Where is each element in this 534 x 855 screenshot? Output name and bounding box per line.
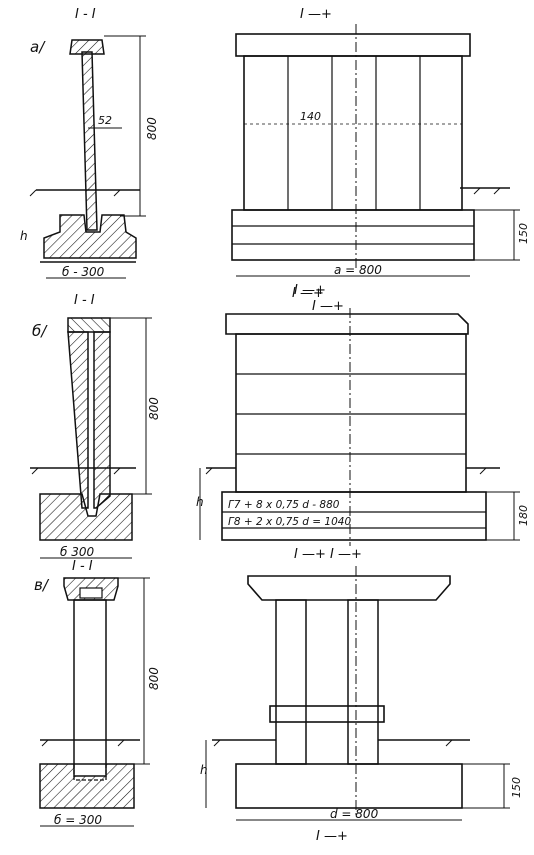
panel-b-elevation-title: I —+ [292,286,324,301]
panel-b-dim-footing-label: 180 [517,505,530,526]
panel-b-dimension-height: 800 [110,317,161,495]
panel-a-dimension-height: 800 [104,35,159,217]
panel-a-elevation [231,24,520,277]
panel-c-dim-footing-label: 150 [510,777,523,798]
panel-b-section-mark-above: I —+ [312,299,344,314]
panel-b-dim-height-label: 800 [147,397,161,420]
panel-a-dim-h-label: h [20,229,28,243]
panel-a: а/ I - I 800 52 h б - 300 I —+ [20,7,530,298]
panel-a-letter: а/ [30,38,46,56]
panel-b-letter: б/ [32,322,48,340]
panel-a-dim-length-label: a = 800 [334,263,382,277]
panel-b-dim-base-label: б 300 [60,545,94,559]
panel-c-dim-base-label: б = 300 [54,813,102,827]
panel-b-section-title: I - I [74,293,95,308]
panel-a-section-mark-below: I —+ [294,283,326,298]
panel-c-dim-h-label: h [200,763,208,777]
panel-b-elevation [199,308,520,546]
panel-a-dim-height-label: 800 [145,117,159,140]
panel-b-section [30,317,136,541]
panel-c-section-title: I - I [72,559,93,574]
panel-c: в/ I - I 800 б = 300 I —+ I —+ [34,547,523,844]
panel-a-dim-footing-label: 150 [517,223,530,244]
panel-b-slab-note-2: Г8 + 2 x 0,75 d = 1040 [228,516,351,528]
panel-c-letter: в/ [34,576,50,594]
panel-a-elevation-title: I —+ [300,7,332,22]
panel-b: б/ I - I 800 б 300 I —+ I —+ [30,286,530,559]
panel-c-section [39,577,140,809]
panel-b-dim-h-label: h [196,495,204,509]
panel-c-dimension-height: 800 [118,577,161,765]
panel-a-dim-wall-label: 52 [98,114,112,127]
panel-a-section [29,39,140,263]
panel-a-dim-base-label: б - 300 [62,265,105,279]
panel-a-dim-inner-label: 140 [300,110,321,123]
panel-a-section-title: I - I [75,7,96,22]
panel-c-dim-length-label: d = 800 [330,807,379,821]
panel-c-elevation [205,566,510,821]
panel-b-slab-note-1: Г7 + 8 x 0,75 d - 880 [228,499,340,511]
panel-c-dim-height-label: 800 [147,667,161,690]
panel-c-elevation-title: I —+ I —+ [294,547,362,562]
panel-c-section-mark-below: I —+ [316,829,348,844]
